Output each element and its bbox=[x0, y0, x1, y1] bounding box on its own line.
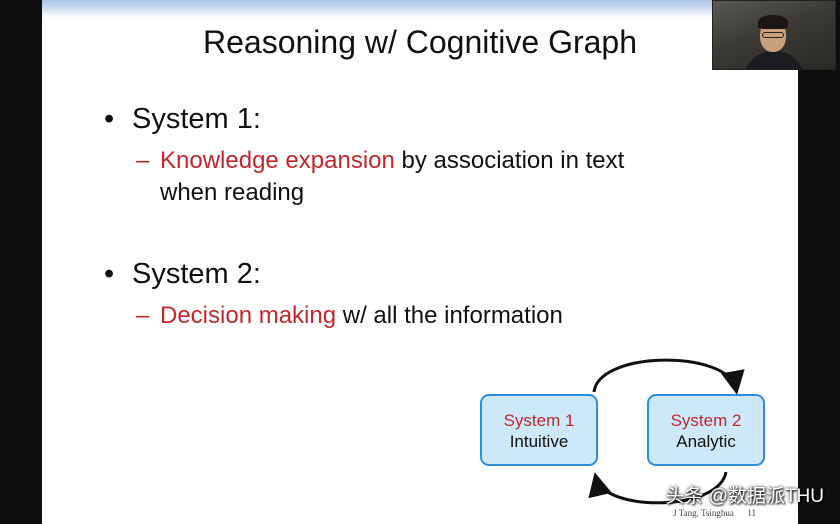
dual-system-diagram: System 1 Intuitive System 2 Analytic bbox=[474, 352, 774, 512]
node-title: System 1 bbox=[503, 411, 575, 430]
header-band bbox=[42, 0, 798, 18]
presenter-glasses bbox=[762, 32, 784, 38]
sub-bullet-text: w/ all the information bbox=[336, 302, 563, 329]
node-system-1: System 1 Intuitive bbox=[480, 394, 598, 466]
slide-footer: J Tang, Tsinghua 11 bbox=[673, 508, 756, 518]
bullet-system-1: • System 1: bbox=[104, 103, 261, 136]
sub-bullet-text-line2: when reading bbox=[160, 179, 305, 206]
highlight-decision-making: Decision making bbox=[160, 302, 337, 329]
bullet-marker: • bbox=[104, 258, 115, 290]
highlight-knowledge-expansion: Knowledge expansion bbox=[160, 147, 395, 174]
sub-bullet-text: by association in text bbox=[394, 147, 625, 174]
arrow-system1-to-system2 bbox=[592, 358, 745, 395]
presentation-slide: Reasoning w/ Cognitive Graph •System 1: … bbox=[42, 0, 798, 524]
presenter-body bbox=[743, 51, 805, 69]
cycle-arrows bbox=[588, 358, 745, 505]
watermark-text: 头条 @数据派THU bbox=[665, 486, 824, 507]
bullet-system-2: • System 2: bbox=[104, 258, 261, 291]
node-subtitle: Analytic bbox=[676, 432, 736, 451]
arrow-system2-to-system1 bbox=[588, 471, 728, 505]
presenter-hair bbox=[758, 15, 788, 29]
sub-bullet-dash: – bbox=[136, 302, 150, 329]
node-system-2: System 2 Analytic bbox=[647, 394, 765, 466]
node-subtitle: Intuitive bbox=[509, 432, 569, 451]
bullet-heading: System 2: bbox=[132, 258, 261, 290]
node-title: System 2 bbox=[670, 411, 742, 430]
presenter-webcam bbox=[712, 0, 836, 70]
footer-page-number: 11 bbox=[747, 508, 756, 518]
sub-bullet-system-2: – Decision making w/ all the information bbox=[136, 300, 563, 332]
sub-bullet-system-1: – Knowledge expansion by association in … bbox=[136, 145, 625, 209]
footer-author: J Tang, Tsinghua bbox=[673, 508, 734, 518]
bullet-heading: System 1: bbox=[132, 103, 261, 135]
sub-bullet-dash: – bbox=[136, 147, 150, 174]
slide-title: Reasoning w/ Cognitive Graph bbox=[202, 24, 637, 60]
bullet-marker: • bbox=[104, 103, 115, 135]
